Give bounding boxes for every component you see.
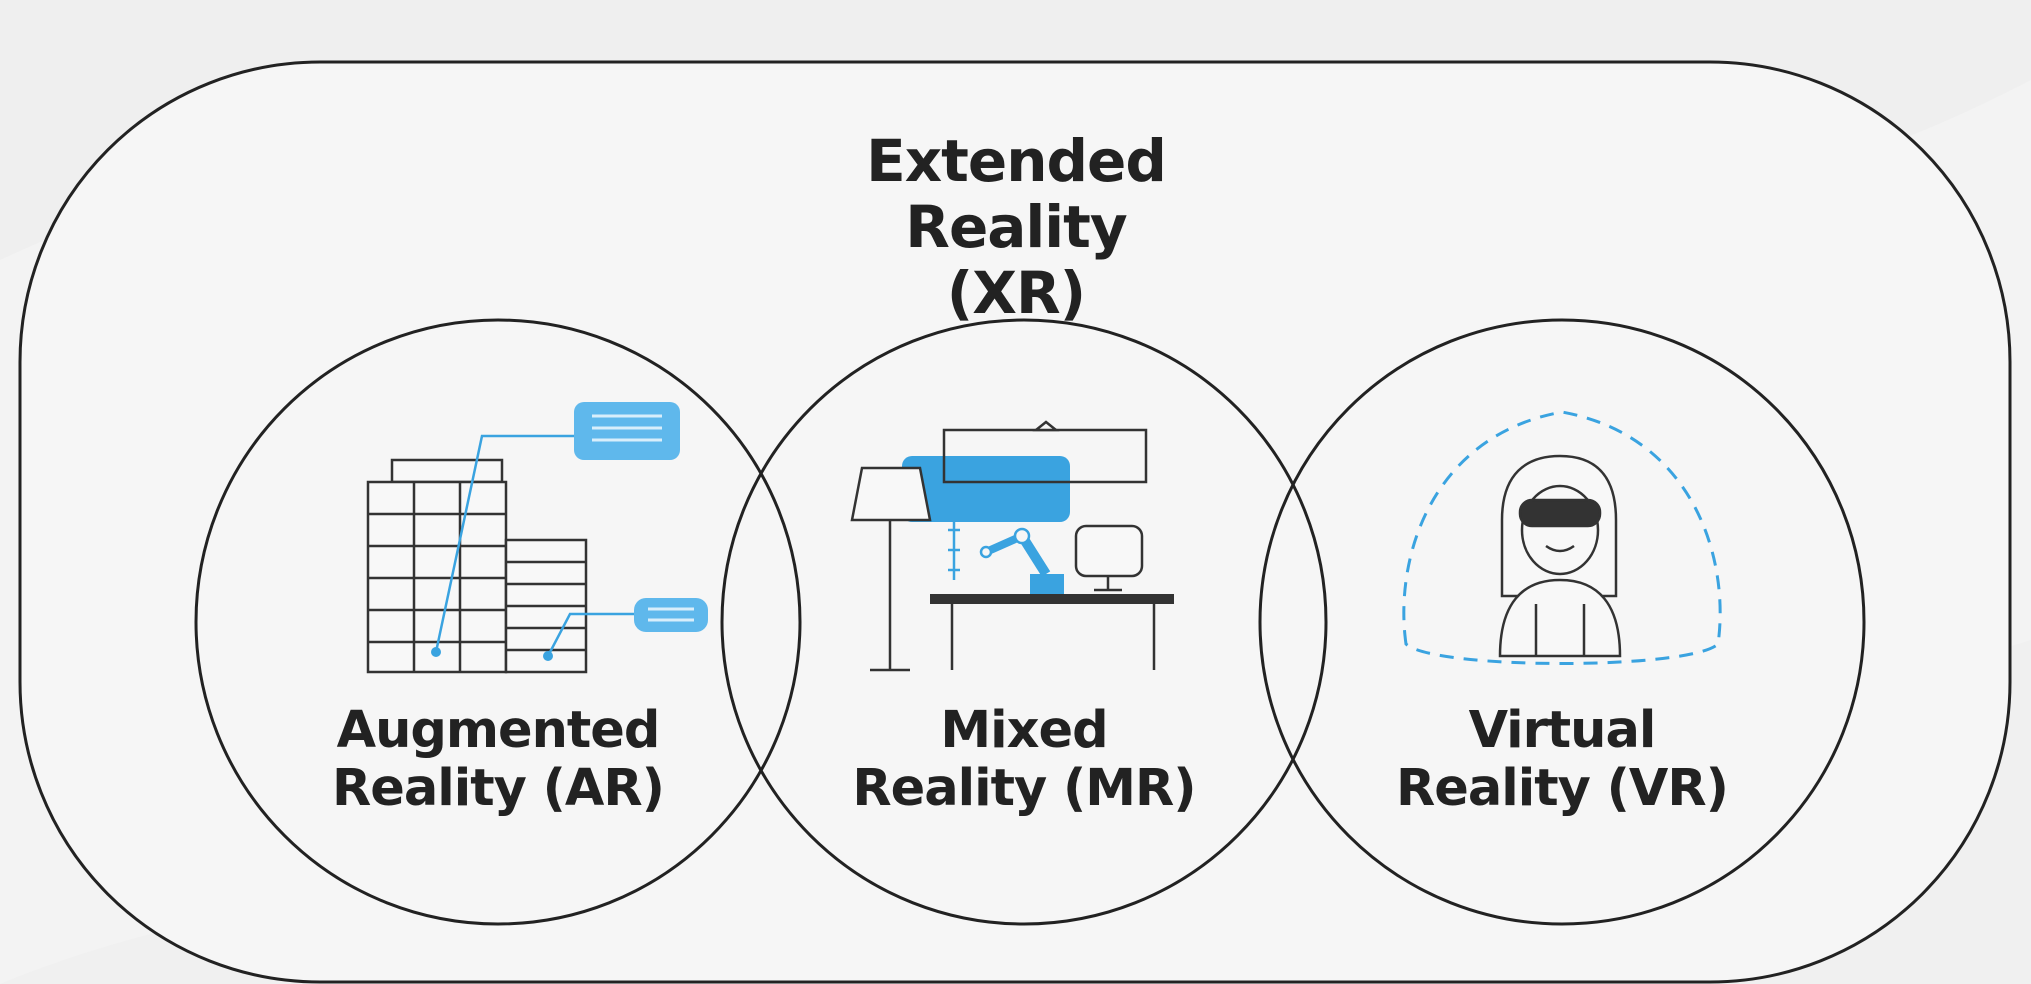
building-ar-overlay-icon [366, 402, 708, 674]
vr-label: Virtual Reality (VR) [1382, 702, 1742, 818]
xr-title: Extended Reality (XR) [766, 128, 1266, 326]
mr-circle [720, 318, 1328, 926]
person-vr-headset-icon [1402, 410, 1722, 665]
mr-label: Mixed Reality (MR) [844, 702, 1204, 818]
xr-title-line1: Extended Reality [866, 127, 1167, 261]
vr-label-line2: Reality (VR) [1396, 759, 1729, 818]
ar-label: Augmented Reality (AR) [318, 702, 678, 818]
ar-label-line2: Reality (AR) [332, 759, 665, 818]
xr-title-line2: (XR) [946, 259, 1086, 327]
ar-circle [194, 318, 802, 926]
mr-label-line1: Mixed [940, 701, 1108, 760]
ar-label-line1: Augmented [336, 701, 661, 760]
vr-circle [1258, 318, 1866, 926]
room-robot-arm-mr-icon [850, 420, 1174, 672]
vr-label-line1: Virtual [1468, 701, 1657, 760]
mr-label-line2: Reality (MR) [852, 759, 1196, 818]
